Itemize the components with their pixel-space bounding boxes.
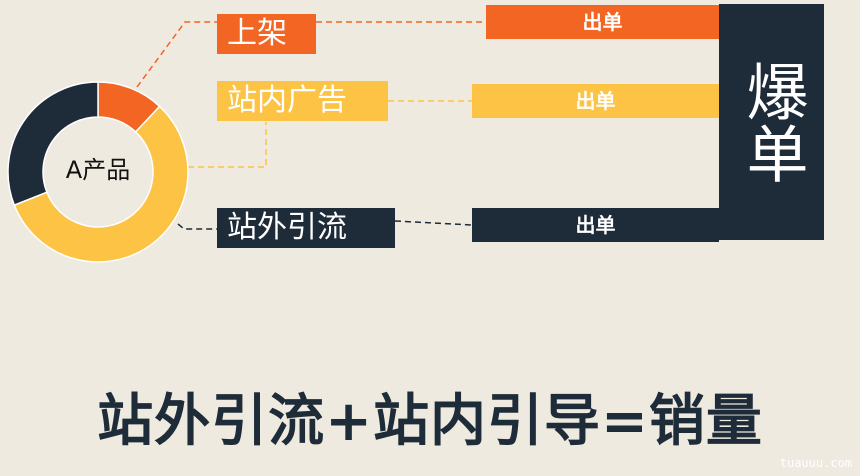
watermark: tuauuu.com	[779, 456, 852, 470]
donut-center-label: A产品	[65, 156, 131, 184]
result-bar-listing: 出单	[486, 5, 719, 39]
outcome-box: 爆单	[719, 4, 824, 240]
channel-tag-offsite-traffic: 站外引流	[217, 208, 395, 248]
channel-tag-onsite-ads: 站内广告	[217, 81, 388, 121]
result-bar-offsite-traffic: 出单	[472, 208, 719, 242]
result-bar-onsite-ads: 出单	[472, 84, 719, 118]
channel-tag-listing: 上架	[217, 14, 316, 54]
donut-chart	[7, 81, 189, 263]
slogan: 站外引流+站内引导=销量	[97, 389, 763, 454]
donut-segment-2	[7, 81, 99, 207]
donut-segment-1	[13, 105, 189, 263]
